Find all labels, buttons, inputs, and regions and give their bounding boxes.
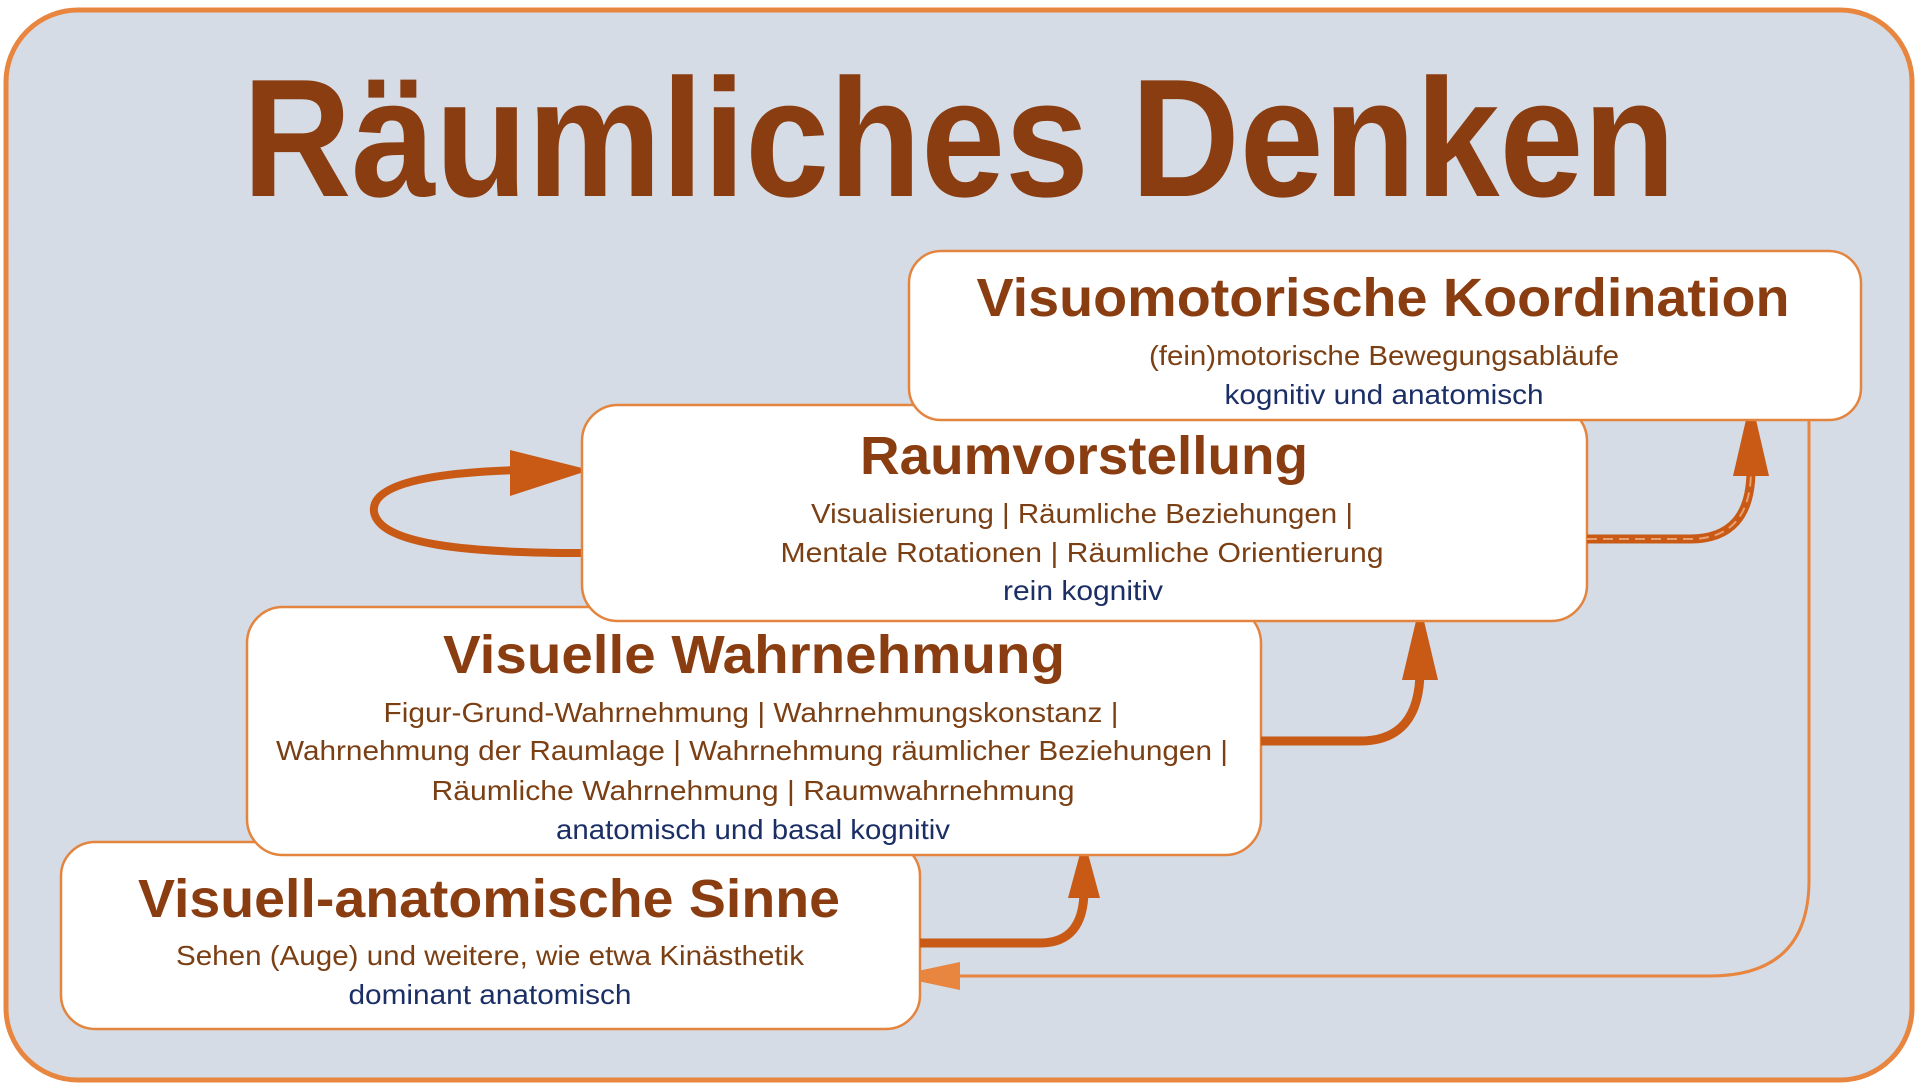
feedback-arrow-head-icon	[894, 962, 960, 990]
level-type: rein kognitiv	[1003, 575, 1163, 606]
level-box-visuell-anatomische-sinne: Visuell-anatomische Sinne Sehen (Auge) u…	[59, 840, 922, 1031]
arrow-level1-to-level2	[920, 889, 1089, 948]
loop-arrow	[369, 466, 583, 557]
level-description-line: Räumliche Wahrnehmung | Raumwahrnehmung	[432, 775, 1075, 806]
level-description-line: Mentale Rotationen | Räumliche Orientier…	[781, 537, 1384, 568]
level-description-line: Figur-Grund-Wahrnehmung | Wahrnehmungsko…	[384, 697, 1119, 728]
level-title: Raumvorstellung	[860, 426, 1308, 486]
arrow-up-head-icon	[1068, 839, 1100, 898]
level-title: Visuelle Wahrnehmung	[443, 625, 1065, 685]
arrow-level3-to-level4	[1587, 398, 1769, 544]
level-type: anatomisch und basal kognitiv	[556, 814, 950, 845]
level-description-line: Visualisierung | Räumliche Beziehungen |	[811, 498, 1353, 529]
main-title: Räumliches Denken	[243, 44, 1676, 232]
level-title: Visuomotorische Koordination	[977, 268, 1790, 328]
level-type: dominant anatomisch	[349, 979, 632, 1010]
loop-arrow-head-icon	[510, 450, 590, 496]
arrow-up-head-icon	[1402, 604, 1438, 680]
feedback-arrow-line	[950, 420, 1811, 978]
level-type: kognitiv und anatomisch	[1225, 379, 1544, 410]
level-description: Sehen (Auge) und weitere, wie etwa Kinäs…	[176, 940, 805, 971]
level-box-visuelle-wahrnehmung: Visuelle Wahrnehmung Figur-Grund-Wahrneh…	[245, 605, 1263, 857]
arrow-up-head-icon	[1733, 398, 1769, 476]
level-box-visuomotorische-koordination: Visuomotorische Koordination (fein)motor…	[907, 249, 1863, 422]
level-box-raumvorstellung: Raumvorstellung Visualisierung | Räumlic…	[580, 403, 1589, 623]
level-title: Visuell-anatomische Sinne	[138, 869, 840, 929]
arrow-level2-to-level3	[1261, 669, 1425, 746]
level-description-line: Wahrnehmung der Raumlage | Wahrnehmung r…	[276, 735, 1228, 766]
level-description: (fein)motorische Bewegungsabläufe	[1149, 340, 1619, 371]
